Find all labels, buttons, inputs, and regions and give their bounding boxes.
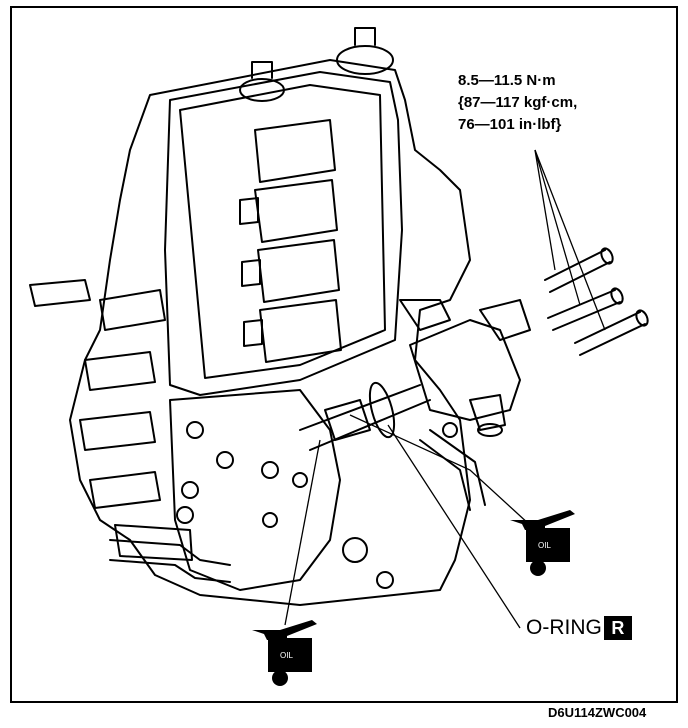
oil-leader-bottom (284, 439, 321, 626)
oil-leader-right (349, 414, 531, 526)
o-ring (368, 381, 396, 439)
torque-inlbf: 76—101 in·lbf} (458, 116, 562, 133)
figure-code: D6U114ZWC004 (548, 705, 647, 720)
cylinder-head-cover (164, 71, 403, 396)
torque-spec: 8.5—11.5 N·m {87—117 kgf·cm, 76—101 in·l… (458, 70, 577, 136)
torque-leader-1 (534, 149, 556, 271)
shaft-coupling (324, 399, 371, 441)
water-pipe (109, 539, 231, 583)
drive-shaft (299, 384, 431, 451)
figure-frame (10, 6, 678, 703)
oil-filler-cap (336, 45, 394, 75)
ignition-coils (239, 119, 342, 363)
oil-can-icon: OIL (252, 620, 317, 686)
oring-label: O-RING (526, 616, 602, 639)
mounting-bolts (544, 247, 649, 356)
svg-text:OIL: OIL (538, 541, 551, 550)
torque-leader-2 (534, 149, 581, 306)
engine-block-outline (69, 59, 471, 606)
torque-nm: 8.5—11.5 N·m (458, 72, 556, 89)
sensor-housing (399, 299, 531, 437)
oil-can-icon: OIL (510, 510, 575, 576)
intake-runners (29, 279, 193, 561)
oring-callout: O-RING R (526, 616, 632, 640)
oring-leader (387, 424, 521, 629)
front-cover (169, 389, 341, 591)
replace-badge: R (603, 616, 632, 640)
torque-leader-3 (534, 149, 606, 331)
torque-kgfcm: {87—117 kgf·cm, (458, 94, 578, 111)
svg-text:OIL: OIL (280, 651, 293, 660)
